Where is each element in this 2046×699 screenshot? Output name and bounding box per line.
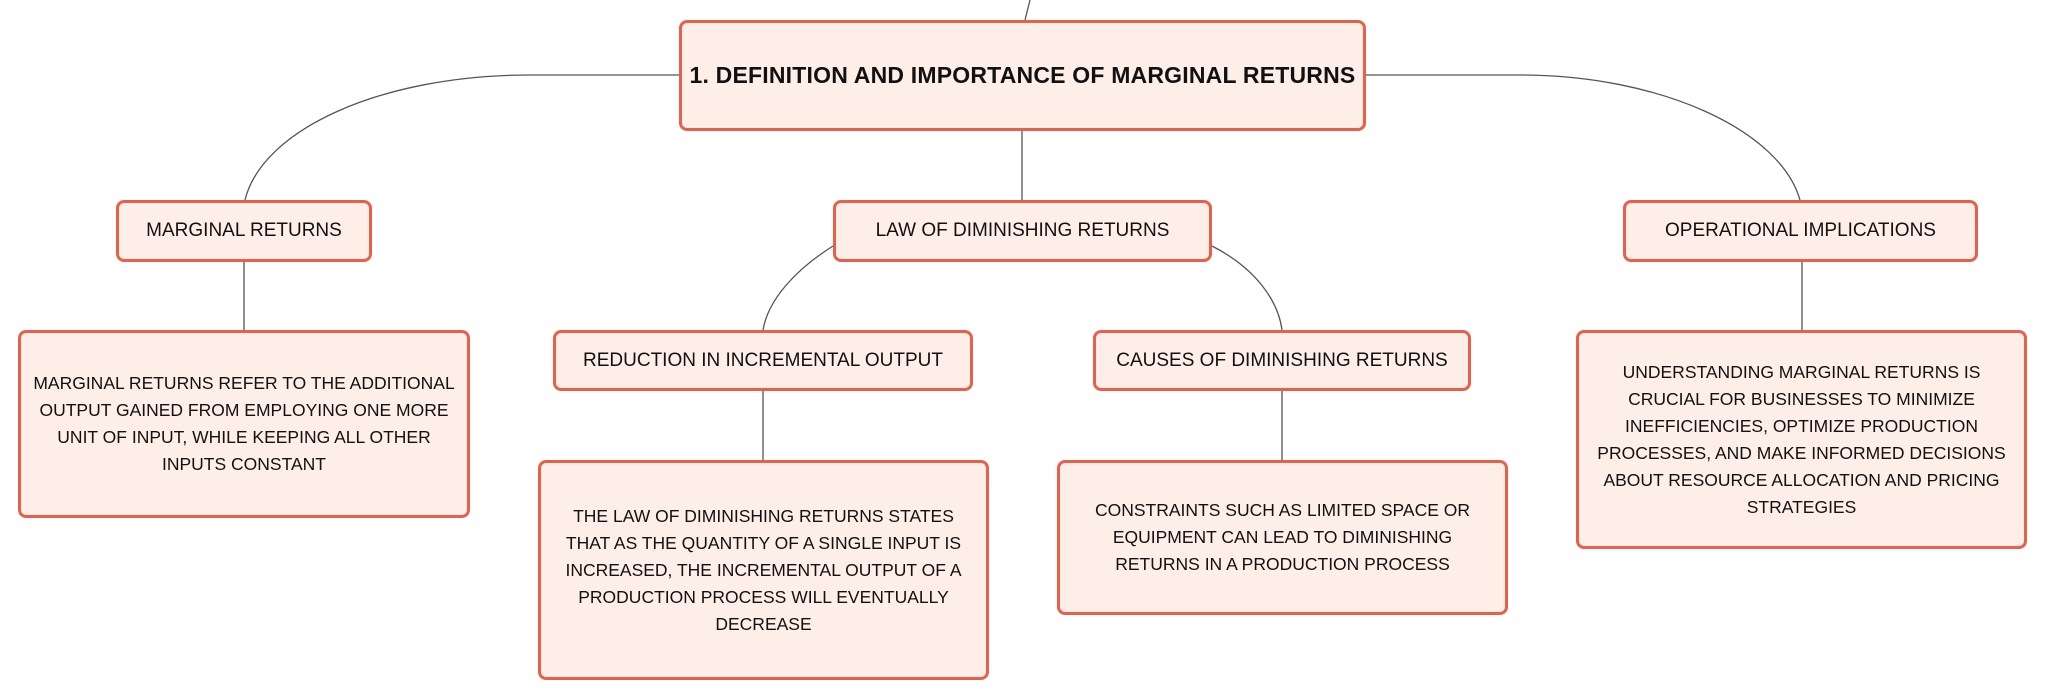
topic-marginal-returns[interactable]: MARGINAL RETURNS	[116, 200, 372, 262]
topic-law-of-diminishing-returns[interactable]: LAW OF DIMINISHING RETURNS	[833, 200, 1212, 262]
topic-operational-implications[interactable]: OPERATIONAL IMPLICATIONS	[1623, 200, 1978, 262]
note-operational-implications[interactable]: UNDERSTANDING MARGINAL RETURNS IS CRUCIA…	[1576, 330, 2027, 549]
subtopic-causes-of-diminishing-returns[interactable]: CAUSES OF DIMINISHING RETURNS	[1093, 330, 1471, 391]
connector-root-operational	[1365, 74, 1801, 201]
connector-parent-root	[1024, 0, 1031, 21]
note-law-of-diminishing-returns[interactable]: THE LAW OF DIMINISHING RETURNS STATES TH…	[538, 460, 989, 680]
note-text: MARGINAL RETURNS REFER TO THE ADDITIONAL…	[33, 373, 455, 474]
connector-law-causes	[1211, 245, 1283, 331]
topic-label: MARGINAL RETURNS	[146, 220, 342, 241]
connector-law-reduction	[762, 245, 834, 331]
note-text: THE LAW OF DIMINISHING RETURNS STATES TH…	[565, 505, 962, 634]
subtopic-label: REDUCTION IN INCREMENTAL OUTPUT	[583, 349, 943, 371]
note-text: CONSTRAINTS SUCH AS LIMITED SPACE OR EQU…	[1094, 500, 1470, 574]
subtopic-label: CAUSES OF DIMINISHING RETURNS	[1116, 349, 1448, 371]
connector-root-marginal-returns	[244, 74, 680, 201]
subtopic-reduction-in-incremental-output[interactable]: REDUCTION IN INCREMENTAL OUTPUT	[553, 330, 973, 391]
topic-label: OPERATIONAL IMPLICATIONS	[1665, 220, 1936, 241]
note-causes-of-diminishing-returns[interactable]: CONSTRAINTS SUCH AS LIMITED SPACE OR EQU…	[1057, 460, 1508, 615]
root-topic-label: 1. DEFINITION AND IMPORTANCE OF MARGINAL…	[689, 62, 1356, 88]
root-topic[interactable]: 1. DEFINITION AND IMPORTANCE OF MARGINAL…	[679, 20, 1366, 131]
topic-label: LAW OF DIMINISHING RETURNS	[875, 220, 1170, 241]
note-marginal-returns-definition[interactable]: MARGINAL RETURNS REFER TO THE ADDITIONAL…	[18, 330, 470, 518]
note-text: UNDERSTANDING MARGINAL RETURNS IS CRUCIA…	[1597, 361, 2006, 517]
